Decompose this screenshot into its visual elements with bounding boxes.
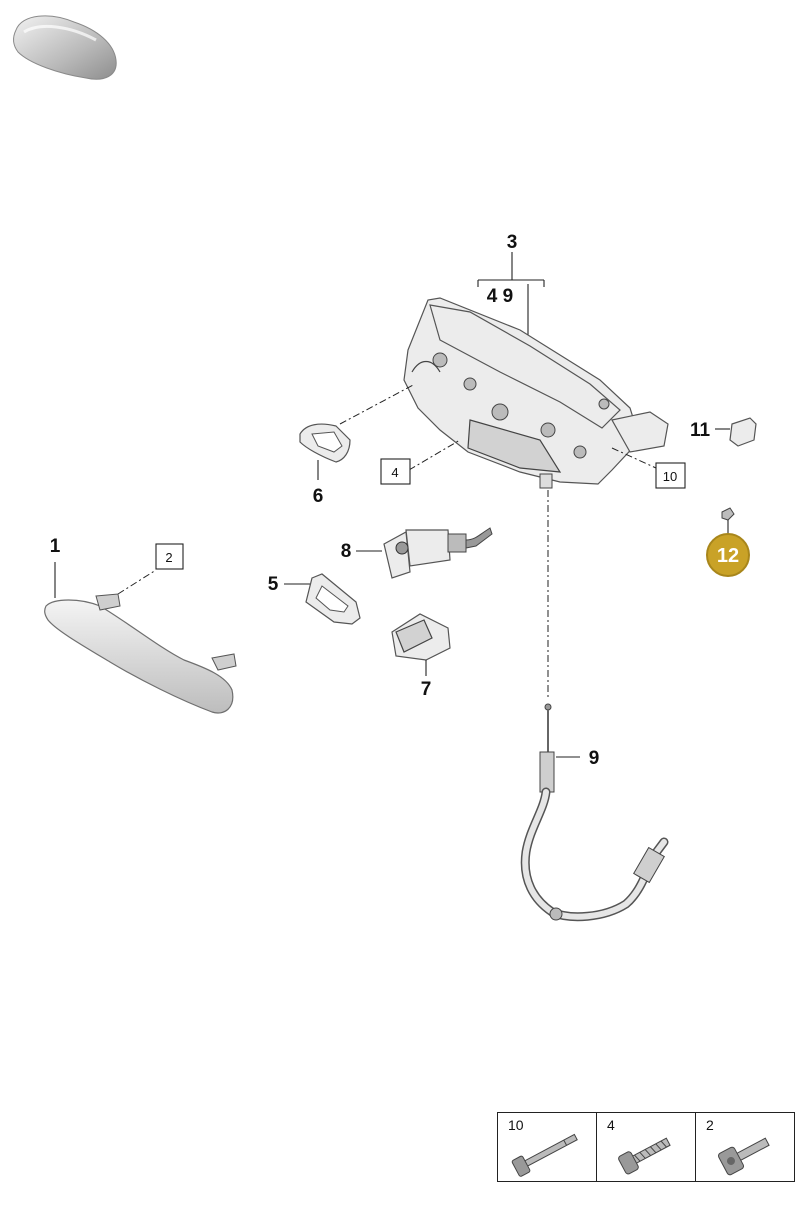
handle-seal-part [305,573,361,625]
long-bolt-icon [511,1133,578,1177]
threaded-screw-icon [618,1137,671,1175]
ref-box-4 [380,458,411,485]
handle-cap-thumbnail [13,15,117,80]
callout-8: 8 [341,541,352,562]
screw-number: 4 [607,1117,615,1133]
screw-cell-4: 4 [597,1113,696,1181]
trim-seal-part [299,423,351,463]
callout-5: 5 [268,574,279,595]
flange-screw-icon [717,1137,770,1176]
callout-3: 3 [507,232,518,253]
ref-box-10-label: 10 [663,469,677,484]
ref-box-10 [655,462,686,489]
screw-number: 2 [706,1117,714,1133]
screw-reference-table: 10 4 2 [497,1112,795,1182]
screw-cell-10: 10 [498,1113,597,1181]
ref-box-2-label: 2 [165,550,172,565]
handle-carrier-housing [403,297,669,489]
ref-box-2 [155,543,184,570]
callout-9: 9 [589,748,600,769]
screw-number: 10 [508,1117,524,1133]
callout-12: 12 [717,545,739,567]
clip-part [721,507,735,521]
outer-door-handle-part [44,593,237,714]
highlight-badge: 12 [706,533,750,577]
release-cable-part [520,703,669,922]
ref-box-4-label: 4 [391,465,398,480]
callout-11: 11 [690,420,711,441]
callout-1: 1 [50,536,61,557]
lock-housing-insert-part [391,613,451,661]
callout-7: 7 [421,679,432,700]
small-cap-part [729,417,757,447]
callout-3-subparts: 4 9 [487,286,513,307]
callout-6: 6 [313,486,324,507]
screw-cell-2: 2 [696,1113,794,1181]
lock-cylinder-part [383,527,493,579]
